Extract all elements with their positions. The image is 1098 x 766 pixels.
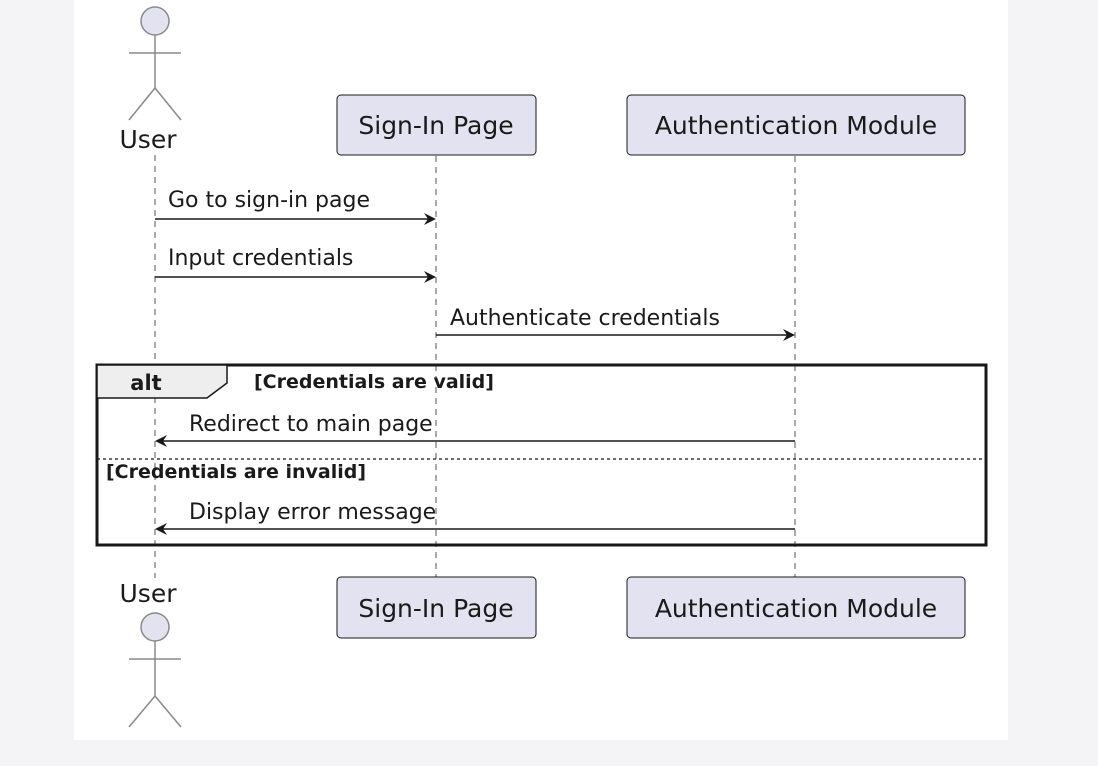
alt-frame bbox=[95, 363, 988, 547]
participant-signin-top: Sign-In Page bbox=[336, 94, 537, 156]
message-label: Go to sign-in page bbox=[168, 188, 370, 213]
participant-signin-label: Sign-In Page bbox=[358, 111, 513, 140]
participant-auth-top: Authentication Module bbox=[626, 94, 966, 156]
alt-branch-label-valid: Redirect to main page bbox=[189, 412, 433, 437]
alt-guard-invalid: [Credentials are invalid] bbox=[106, 461, 366, 483]
alt-fragment: alt [Credentials are valid] Redirect to … bbox=[95, 363, 988, 547]
actor-user-label: User bbox=[120, 125, 178, 154]
participant-signin-label: Sign-In Page bbox=[358, 594, 513, 623]
alt-branch-label-invalid: Display error message bbox=[189, 500, 436, 525]
message-authenticate-credentials: Authenticate credentials bbox=[436, 306, 795, 341]
participant-auth-bottom: Authentication Module bbox=[626, 576, 966, 639]
actor-user-top: User bbox=[120, 6, 182, 154]
alt-tab bbox=[96, 364, 228, 399]
message-go-to-sign-in: Go to sign-in page bbox=[155, 188, 436, 225]
participant-signin-bottom: Sign-In Page bbox=[336, 576, 537, 639]
alt-keyword: alt bbox=[130, 371, 161, 395]
actor-icon bbox=[128, 612, 182, 728]
actor-user-label: User bbox=[120, 579, 178, 608]
message-input-credentials: Input credentials bbox=[155, 246, 436, 283]
participant-auth-label: Authentication Module bbox=[655, 111, 937, 140]
actor-user-bottom: User bbox=[120, 579, 182, 728]
message-label: Input credentials bbox=[168, 246, 353, 271]
message-label: Authenticate credentials bbox=[450, 306, 720, 331]
alt-guard-valid: [Credentials are valid] bbox=[254, 371, 494, 393]
actor-icon bbox=[128, 6, 182, 121]
participant-auth-label: Authentication Module bbox=[655, 594, 937, 623]
